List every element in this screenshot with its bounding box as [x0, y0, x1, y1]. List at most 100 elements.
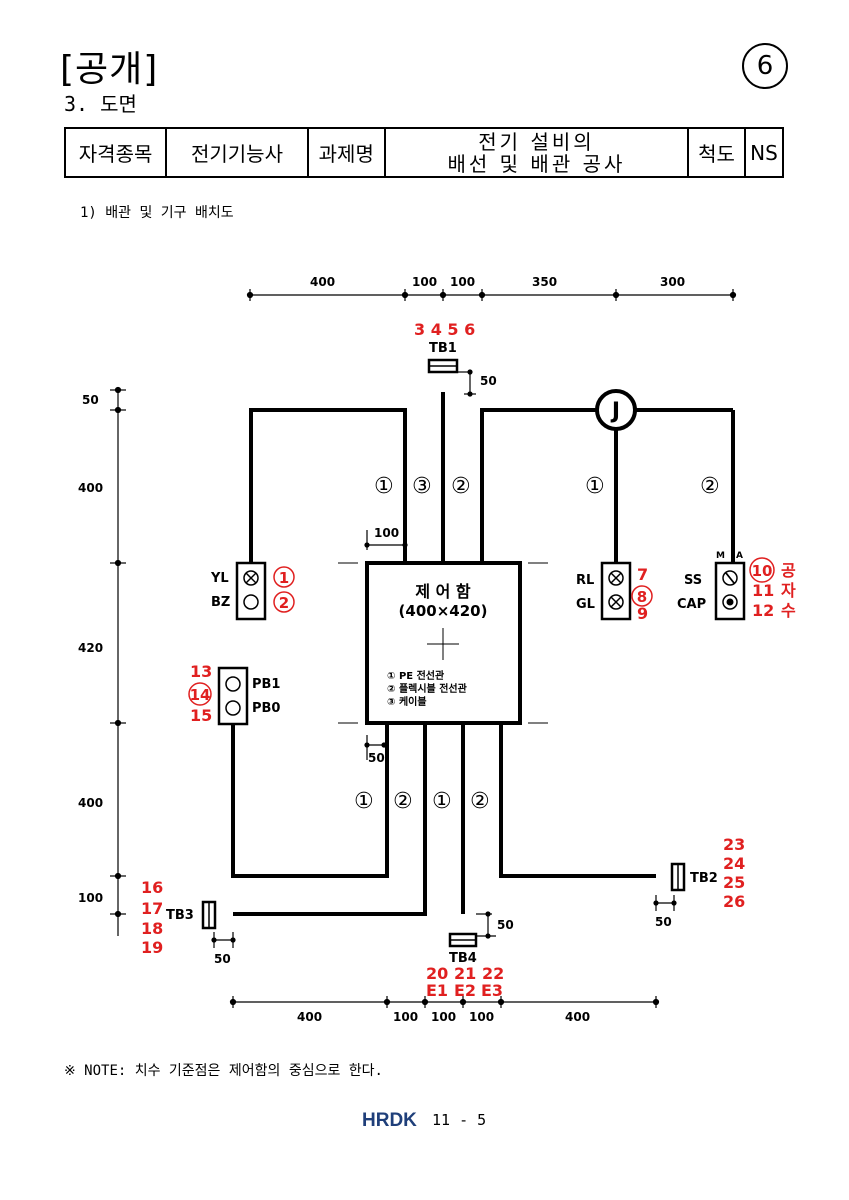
dim-tb2: 50 — [655, 915, 672, 929]
left-dim-2: 400 — [78, 481, 103, 495]
bottom-dim-1: 400 — [297, 1010, 322, 1024]
control-box-title: 제 어 함 — [415, 582, 471, 601]
conduit-mark-bottom-1a: ① — [354, 789, 374, 814]
sheet-number-badge: 6 — [742, 43, 788, 89]
conduit-mark-top-center-3: ③ — [412, 474, 432, 499]
tb3-label: TB3 — [166, 908, 194, 923]
ss-mode-a: A — [736, 551, 743, 561]
gl-circle-number: 8 — [637, 588, 647, 606]
bz-label: BZ — [211, 595, 230, 610]
pb0-button-icon — [225, 700, 241, 716]
qual-value: 전기기능사 — [165, 127, 309, 178]
ss-word-1: 공 — [781, 561, 796, 580]
ss-label: SS — [684, 573, 702, 588]
conduit-mark-bottom-1b: ① — [432, 789, 452, 814]
conduit-mark-top-rl: ① — [585, 474, 605, 499]
bottom-dim-2: 100 — [393, 1010, 418, 1024]
legend-pe-conduit: ① PE 전선관 — [387, 669, 445, 682]
top-dim-3: 100 — [450, 275, 475, 289]
tb3-number-19: 19 — [141, 938, 163, 957]
control-box-center-cross — [427, 628, 459, 660]
top-dim-1: 400 — [310, 275, 335, 289]
dimension-lines — [110, 289, 737, 1008]
top-dim-4: 350 — [532, 275, 557, 289]
top-dim-2: 100 — [412, 275, 437, 289]
dim-box-top: 100 — [374, 526, 399, 540]
info-table: 자격종목 전기기능사 과제명 전기 설비의 배선 및 배관 공사 척도 NS — [63, 127, 785, 178]
dim-tb3: 50 — [214, 952, 231, 966]
tb2-label: TB2 — [690, 871, 718, 886]
scale-value: NS — [743, 127, 785, 178]
bottom-dim-4: 100 — [469, 1010, 494, 1024]
tb2-number-23: 23 — [723, 835, 745, 854]
pb-number-15: 15 — [190, 706, 212, 725]
conduit-mark-top-left: ① — [374, 474, 394, 499]
pb1-label: PB1 — [252, 677, 280, 692]
tb3-number-17: 17 — [141, 899, 163, 918]
conduit-mark-bottom-2a: ② — [393, 789, 413, 814]
tb2-number-26: 26 — [723, 892, 745, 911]
junction-box — [595, 389, 637, 431]
left-dim-5: 100 — [78, 891, 103, 905]
box-centerline-marks — [338, 562, 548, 724]
scale-label: 척도 — [687, 127, 746, 178]
left-dim-1: 50 — [82, 393, 99, 407]
yl-label: YL — [210, 571, 229, 586]
control-box-size: (400×420) — [399, 602, 488, 620]
rl-number: 7 — [637, 565, 648, 584]
conduit-mark-top-center-2: ② — [451, 474, 471, 499]
tb1-label: TB1 — [429, 341, 457, 356]
bz-buzzer-icon — [243, 594, 259, 610]
conduit-lines — [231, 392, 735, 916]
dim-tb1: 50 — [480, 374, 497, 388]
tb3-number-18: 18 — [141, 919, 163, 938]
dim-box-bottom: 50 — [368, 751, 385, 765]
task-line-1: 전기 설비의 — [478, 129, 595, 154]
yl-number: 1 — [279, 569, 289, 587]
ss-word-3: 수 — [781, 601, 796, 620]
pb0-label: PB0 — [252, 701, 280, 716]
tb2-number-25: 25 — [723, 873, 745, 892]
ss-word-2: 자 — [781, 581, 796, 600]
tb4-label: TB4 — [449, 951, 477, 966]
tb2-number-24: 24 — [723, 854, 745, 873]
dimension-note: ※ NOTE: 치수 기준점은 제어함의 중심으로 한다. — [64, 1063, 383, 1079]
ss-number-11: 11 — [752, 581, 774, 600]
left-dim-3: 420 — [78, 641, 103, 655]
qual-label: 자격종목 — [63, 127, 168, 178]
cap-label: CAP — [677, 597, 706, 612]
hrdk-logo: HRDK — [362, 1110, 417, 1131]
tb3-number-16: 16 — [141, 878, 163, 897]
ss-circle-number: 10 — [752, 562, 773, 580]
tb4-number-22: 22 — [482, 964, 504, 983]
task-label: 과제명 — [306, 127, 386, 178]
conduit-mark-bottom-2b: ② — [470, 789, 490, 814]
tb4-number-21: 21 — [454, 964, 476, 983]
gl-label: GL — [576, 597, 595, 612]
task-value: 전기 설비의 배선 및 배관 공사 — [383, 127, 690, 178]
tb4-label-e3: E3 — [481, 981, 503, 1000]
pb-number-14: 14 — [190, 686, 211, 704]
bz-number: 2 — [279, 594, 289, 612]
ss-number-12: 12 — [752, 601, 774, 620]
tb4-number-20: 20 — [426, 964, 448, 983]
rl-label: RL — [576, 573, 594, 588]
pb1-button-icon — [225, 676, 241, 692]
gl-number: 9 — [637, 604, 648, 623]
page-number: 11 - 5 — [432, 1111, 487, 1129]
legend-flexible-conduit: ② 플렉시블 전선관 — [387, 682, 468, 695]
section-title: 1) 배관 및 기구 배치도 — [80, 205, 234, 221]
left-dim-4: 400 — [78, 796, 103, 810]
page-title: [공개] — [60, 49, 159, 90]
tb4-label-e2: E2 — [454, 981, 476, 1000]
legend-cable: ③ 케이블 — [387, 695, 427, 708]
dim-tb4: 50 — [497, 918, 514, 932]
bottom-dim-5: 400 — [565, 1010, 590, 1024]
task-line-2: 배선 및 배관 공사 — [447, 151, 626, 176]
tb1-numbers: 3 4 5 6 — [414, 320, 475, 339]
junction-label: J — [610, 399, 620, 424]
top-dim-5: 300 — [660, 275, 685, 289]
pb-number-13: 13 — [190, 662, 212, 681]
page-subtitle: 3. 도면 — [64, 92, 137, 116]
